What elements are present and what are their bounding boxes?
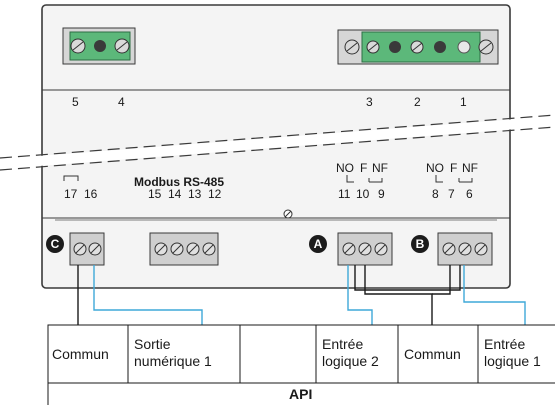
contact-label: NO <box>336 161 354 175</box>
cell-line: Entrée <box>484 336 526 352</box>
cell-line: Entrée <box>322 336 364 352</box>
contact-label: NO <box>426 161 444 175</box>
api-cell-logic-input-1: Entrée logique 1 <box>484 336 541 370</box>
terminal-label: 15 <box>148 187 162 201</box>
terminal-label: 17 <box>64 187 78 201</box>
contact-label: F <box>360 161 368 175</box>
terminal-label: 5 <box>72 95 79 109</box>
terminal-label: 3 <box>366 95 373 109</box>
wires-blue <box>93 265 526 325</box>
contact-label: F <box>450 161 458 175</box>
terminal-block-b <box>437 232 493 266</box>
contact-bracket-b <box>435 175 473 183</box>
terminal-label: 1 <box>460 95 467 109</box>
terminal-label: 8 <box>432 187 439 201</box>
cell-line: logique 2 <box>322 353 379 369</box>
terminal-label: 4 <box>118 95 125 109</box>
badge-b: B <box>411 235 429 253</box>
terminal-label: 2 <box>414 95 421 109</box>
contact-bracket-a <box>346 175 383 183</box>
terminal-label: 16 <box>84 187 98 201</box>
cell-line: logique 1 <box>484 353 541 369</box>
api-cell-common-1: Commun <box>52 346 109 362</box>
terminal-label: 12 <box>208 187 222 201</box>
relay-symbol-icon <box>63 175 79 181</box>
terminal-label: 7 <box>448 187 455 201</box>
cell-line: Sortie <box>134 336 171 352</box>
modbus-title: Modbus RS-485 <box>134 175 225 189</box>
cell-line: numérique 1 <box>134 353 212 369</box>
break-gap <box>0 116 555 169</box>
terminal-label: 10 <box>356 187 370 201</box>
top-right-connector <box>337 29 499 65</box>
break-line-1 <box>0 114 555 159</box>
api-title: API <box>289 386 313 402</box>
api-cell-logic-input-2: Entrée logique 2 <box>322 336 379 370</box>
terminal-label: 14 <box>168 187 182 201</box>
terminal-block-c <box>69 232 105 266</box>
terminal-label: 9 <box>378 187 385 201</box>
break-line-2 <box>0 126 555 171</box>
terminal-block-modbus <box>149 232 219 266</box>
badge-c: C <box>46 235 64 253</box>
contact-label: NF <box>462 161 478 175</box>
api-table <box>47 324 555 405</box>
top-left-connector <box>62 27 136 65</box>
api-cell-common-2: Commun <box>404 346 461 362</box>
api-cell-digital-output-1: Sortie numérique 1 <box>134 336 212 370</box>
contact-label: NF <box>372 161 388 175</box>
wires-black <box>77 265 461 325</box>
terminal-label: 11 <box>338 187 351 201</box>
terminal-label: 6 <box>466 187 473 201</box>
badge-a: A <box>309 235 327 253</box>
terminal-label: 13 <box>188 187 202 201</box>
terminal-block-a <box>337 232 393 266</box>
